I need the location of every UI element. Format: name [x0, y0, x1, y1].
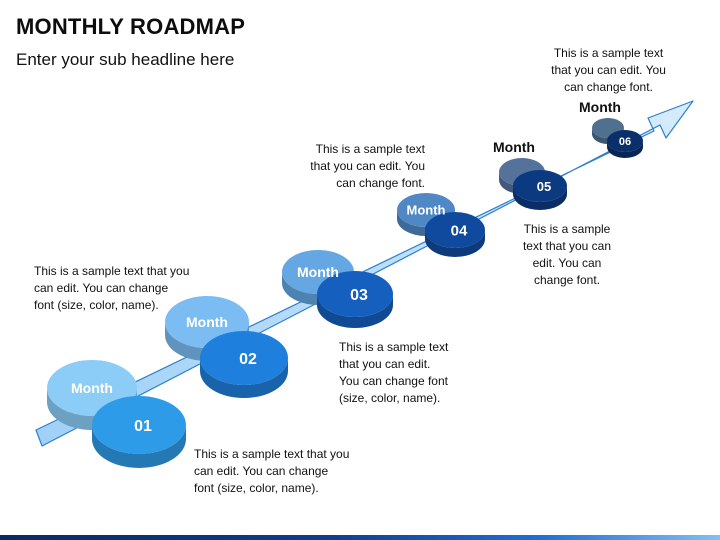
- stage-03-label: Month: [297, 264, 339, 280]
- stage-03-number-disc-top: [317, 271, 393, 317]
- stage-03-number: 03: [350, 287, 368, 304]
- stage-03-description: This is a sample text that you can edit.…: [339, 340, 449, 405]
- stage-06-number-disc-top: [607, 130, 643, 152]
- stage-05-label: Month: [493, 139, 535, 155]
- stage-03-number-disc-side: [317, 294, 393, 328]
- stage-02: 02 Month: [165, 296, 288, 398]
- footer-accent-bar: [0, 535, 720, 540]
- page-subtitle: Enter your sub headline here: [16, 50, 235, 69]
- stage-01-number: 01: [134, 418, 152, 435]
- stage-01-number-disc-side: [92, 425, 186, 468]
- stage-04-label: Month: [407, 203, 446, 218]
- stage-02-number-disc-side: [200, 358, 288, 398]
- stage-05-number-disc-top: [513, 170, 567, 202]
- stage-05-description: This is a sample text that you can edit.…: [522, 222, 612, 287]
- stage-06: 06 Month: [579, 99, 643, 158]
- stage-04-description: This is a sample text that you can edit.…: [310, 142, 425, 190]
- stage-04-number-disc-side: [425, 230, 485, 257]
- stage-01-number-disc-top: [92, 396, 186, 454]
- stage-01-label: Month: [71, 380, 113, 396]
- stage-01-description: This is a sample text that you can edit.…: [194, 447, 350, 495]
- stage-06-description: This is a sample text that you can edit.…: [551, 46, 666, 94]
- stage-05-number-disc-side: [513, 186, 567, 210]
- stage-04: 04 Month: [397, 193, 485, 257]
- stage-03: 03 Month: [282, 250, 393, 328]
- stage-05: 05 Month: [493, 139, 567, 210]
- stage-01: 01 Month: [47, 360, 186, 468]
- stage-02-number: 02: [239, 351, 257, 368]
- stage-06-number: 06: [619, 136, 631, 148]
- stage-06-label: Month: [579, 99, 621, 115]
- stage-02-label: Month: [186, 314, 228, 330]
- stage-04-number: 04: [451, 223, 468, 240]
- stage-02-number-disc-top: [200, 331, 288, 385]
- stage-04-number-disc-top: [425, 212, 485, 248]
- page-title: MONTHLY ROADMAP: [16, 14, 246, 39]
- stage-05-number: 05: [537, 179, 551, 194]
- stage-06-number-disc-side: [607, 141, 643, 158]
- stage-02-description: This is a sample text that you can edit.…: [34, 264, 190, 312]
